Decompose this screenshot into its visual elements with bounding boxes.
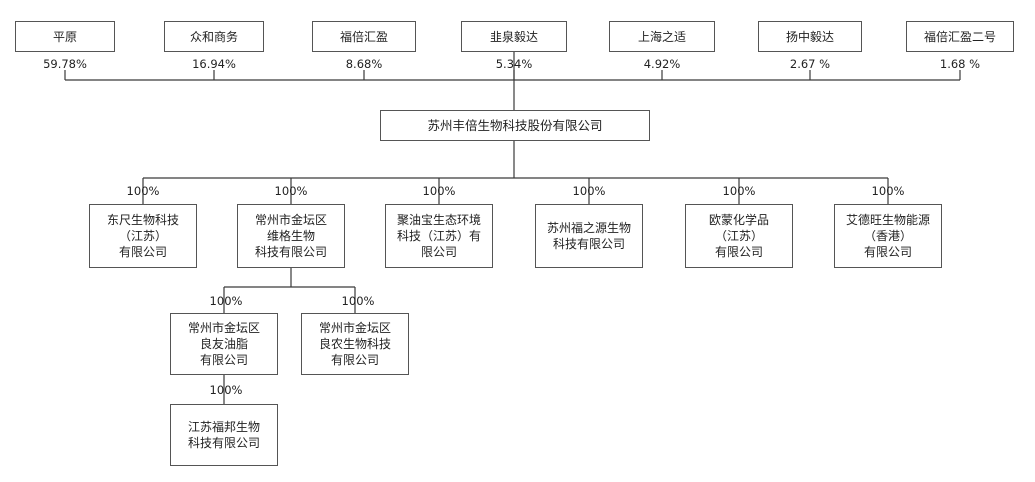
- ownership-percent: 100%: [341, 294, 375, 308]
- subsidiary-name: 常州市金坛区 维格生物 科技有限公司: [254, 213, 327, 259]
- shareholder-box: 扬中毅达: [758, 21, 862, 52]
- subsidiary-box: 欧蒙化学品 （江苏） 有限公司: [685, 204, 793, 268]
- ownership-percent: 100%: [722, 184, 756, 198]
- shareholder-box: 福倍汇盈二号: [906, 21, 1014, 52]
- subsidiary-box: 苏州福之源生物 科技有限公司: [535, 204, 643, 268]
- subsidiary-box: 常州市金坛区 维格生物 科技有限公司: [237, 204, 345, 268]
- ownership-percent: 100%: [871, 184, 905, 198]
- ownership-percent: 100%: [209, 383, 243, 397]
- subsidiary-name: 东尺生物科技 （江苏） 有限公司: [106, 213, 179, 259]
- shareholder-box: 平原: [15, 21, 115, 52]
- ownership-percent: 100%: [126, 184, 160, 198]
- shareholder-name: 韭泉毅达: [489, 29, 538, 44]
- ownership-percent: 100%: [422, 184, 456, 198]
- subsidiary-name: 常州市金坛区 良农生物科技 有限公司: [318, 321, 391, 367]
- ownership-percent: 5.34%: [495, 57, 533, 71]
- subsidiary-name: 聚油宝生态环境 科技（江苏）有 限公司: [396, 213, 481, 259]
- ownership-percent: 100%: [274, 184, 308, 198]
- company-box: 苏州丰倍生物科技股份有限公司: [380, 110, 650, 141]
- shareholder-name: 福倍汇盈: [339, 29, 388, 44]
- shareholder-name: 上海之适: [637, 29, 686, 44]
- shareholder-name: 平原: [52, 29, 77, 44]
- ownership-percent: 100%: [209, 294, 243, 308]
- ownership-percent: 8.68%: [345, 57, 383, 71]
- subsidiary-box: 艾德旺生物能源 （香港） 有限公司: [834, 204, 942, 268]
- subsidiary-box: 常州市金坛区 良友油脂 有限公司: [170, 313, 278, 375]
- shareholder-name: 扬中毅达: [785, 29, 834, 44]
- ownership-percent: 100%: [572, 184, 606, 198]
- ownership-percent: 4.92%: [643, 57, 681, 71]
- subsidiary-box: 东尺生物科技 （江苏） 有限公司: [89, 204, 197, 268]
- subsidiary-box: 常州市金坛区 良农生物科技 有限公司: [301, 313, 409, 375]
- ownership-percent: 59.78%: [43, 57, 87, 71]
- ownership-percent: 16.94%: [192, 57, 236, 71]
- shareholder-box: 上海之适: [609, 21, 715, 52]
- subsidiary-name: 欧蒙化学品 （江苏） 有限公司: [708, 213, 769, 259]
- subsidiary-box: 江苏福邦生物 科技有限公司: [170, 404, 278, 466]
- subsidiary-name: 常州市金坛区 良友油脂 有限公司: [187, 321, 260, 367]
- ownership-percent: 1.68 %: [939, 57, 981, 71]
- shareholder-name: 众和商务: [189, 29, 238, 44]
- shareholder-box: 众和商务: [164, 21, 264, 52]
- ownership-percent: 2.67 %: [789, 57, 831, 71]
- subsidiary-name: 苏州福之源生物 科技有限公司: [546, 221, 631, 251]
- subsidiary-name: 江苏福邦生物 科技有限公司: [187, 420, 260, 450]
- shareholder-box: 福倍汇盈: [312, 21, 416, 52]
- subsidiary-name: 艾德旺生物能源 （香港） 有限公司: [845, 213, 930, 259]
- shareholder-name: 福倍汇盈二号: [923, 29, 996, 44]
- shareholder-box: 韭泉毅达: [461, 21, 567, 52]
- company-name: 苏州丰倍生物科技股份有限公司: [427, 117, 603, 133]
- subsidiary-box: 聚油宝生态环境 科技（江苏）有 限公司: [385, 204, 493, 268]
